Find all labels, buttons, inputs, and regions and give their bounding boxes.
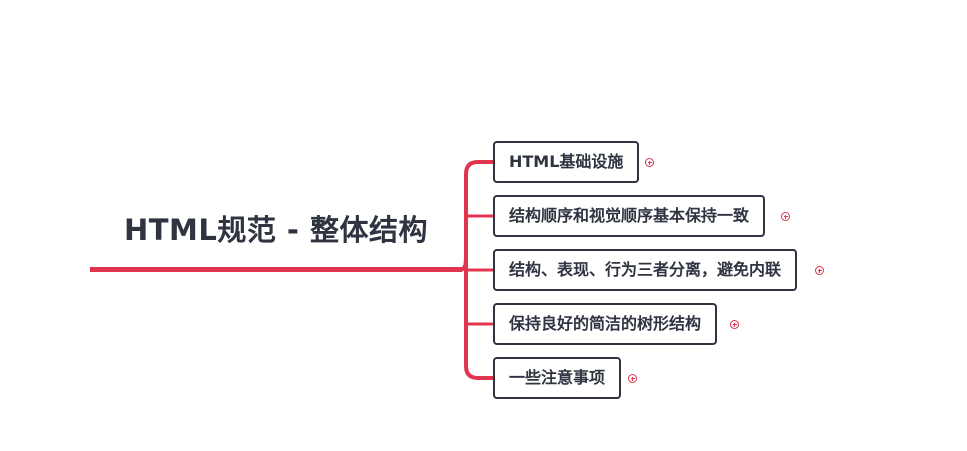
expand-icon[interactable] [815, 266, 824, 275]
branch-topic-html-infrastructure[interactable]: HTML基础设施 [493, 141, 640, 183]
branch-topic-separation[interactable]: 结构、表现、行为三者分离，避免内联 [493, 249, 798, 291]
root-underline [90, 267, 462, 272]
branch-connector-trunk [456, 160, 496, 272]
expand-icon[interactable] [628, 374, 637, 383]
root-topic[interactable]: HTML规范 - 整体结构 [123, 213, 429, 247]
branch-topic-tree-structure[interactable]: 保持良好的简洁的树形结构 [493, 303, 718, 345]
expand-icon[interactable] [781, 212, 790, 221]
branch-connector-bottom [464, 253, 496, 380]
expand-icon[interactable] [730, 320, 739, 329]
expand-icon[interactable] [645, 158, 654, 167]
branch-topic-structure-order[interactable]: 结构顺序和视觉顺序基本保持一致 [493, 195, 766, 237]
branch-topic-notes[interactable]: 一些注意事项 [493, 357, 622, 399]
